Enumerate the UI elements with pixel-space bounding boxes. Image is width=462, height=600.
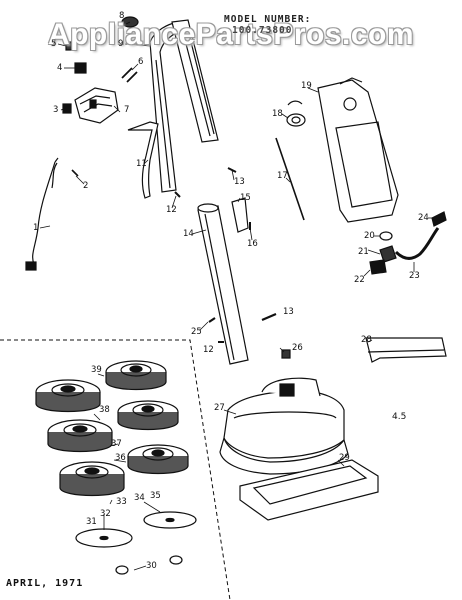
callout-11: 11 xyxy=(136,159,147,169)
pad-part-31 xyxy=(75,528,133,548)
callout-21: 21 xyxy=(358,247,369,257)
nameplate-part-28 xyxy=(365,337,447,363)
washer-part-20 xyxy=(379,231,393,241)
hose-part-23 xyxy=(394,227,440,260)
callout-31: 31 xyxy=(86,517,97,527)
callout-15: 15 xyxy=(240,193,251,203)
callout-20: 20 xyxy=(364,231,375,241)
clip-part-5 xyxy=(65,41,77,51)
brush-part-36 xyxy=(127,444,189,475)
ring-part-18 xyxy=(286,113,306,127)
callout-4: 4 xyxy=(57,63,63,73)
callout-8: 8 xyxy=(119,11,125,21)
callout-26: 26 xyxy=(292,343,303,353)
model-number-title: MODEL NUMBER: xyxy=(224,14,312,25)
screw-part-12a xyxy=(174,191,181,198)
callout-24: 24 xyxy=(418,213,429,223)
accessory-group-outline xyxy=(0,339,231,600)
screw-part-25 xyxy=(208,317,216,323)
pin-part-6a xyxy=(121,67,133,79)
fitting-part-30a xyxy=(115,565,129,575)
extra-label: 4.5 xyxy=(392,412,407,422)
screw-part-13b xyxy=(261,312,277,322)
power-cord-wire xyxy=(51,162,58,189)
callout-34: 34 xyxy=(134,493,145,503)
fitting-part-30b xyxy=(169,555,183,565)
bracket-part-3 xyxy=(62,103,72,114)
callout-18: 18 xyxy=(272,109,283,119)
callout-33: 33 xyxy=(116,497,127,507)
pad-part-35 xyxy=(143,511,197,529)
callout-9: 9 xyxy=(118,39,124,49)
callout-2: 2 xyxy=(83,181,89,191)
callout-5: 5 xyxy=(51,39,57,49)
callout-14: 14 xyxy=(183,229,194,239)
callout-13-upper: 13 xyxy=(234,177,245,187)
screw-part-2 xyxy=(71,169,79,177)
callout-19: 19 xyxy=(301,81,312,91)
callout-7: 7 xyxy=(124,105,130,115)
callout-16: 16 xyxy=(247,239,258,249)
pin-part-6b xyxy=(126,71,138,83)
lever-part-11 xyxy=(127,121,159,199)
callout-27: 27 xyxy=(214,403,225,413)
callout-39: 39 xyxy=(91,365,102,375)
callout-23: 23 xyxy=(409,271,420,281)
callout-22: 22 xyxy=(354,275,365,285)
callout-6: 6 xyxy=(138,57,144,67)
tray-part-29 xyxy=(239,459,379,521)
callout-29: 29 xyxy=(339,453,350,463)
motor-housing-part-27 xyxy=(223,389,345,459)
power-cord xyxy=(29,161,56,269)
model-number-value: 100.73800 xyxy=(232,25,293,36)
callout-12-lower: 12 xyxy=(203,345,214,355)
callout-13-lower: 13 xyxy=(283,307,294,317)
fitting-part-24 xyxy=(431,211,447,227)
callout-1: 1 xyxy=(33,223,39,233)
brush-part-38a xyxy=(47,419,113,453)
handle-rail xyxy=(171,19,219,143)
callout-38: 38 xyxy=(99,405,110,415)
callout-36: 36 xyxy=(115,453,126,463)
callout-3: 3 xyxy=(53,105,59,115)
revision-date: APRIL, 1971 xyxy=(6,578,84,589)
callout-35: 35 xyxy=(150,491,161,501)
callout-30: 30 xyxy=(146,561,157,571)
cap-part-22 xyxy=(369,259,387,275)
cord-plug xyxy=(25,261,37,271)
callout-12-upper: 12 xyxy=(166,205,177,215)
rod-part-17 xyxy=(275,137,305,221)
clip-part-4 xyxy=(74,62,87,74)
brush-part-39a xyxy=(35,379,101,413)
bracket-part-15 xyxy=(231,197,249,233)
leader-lines xyxy=(39,21,432,571)
callout-25: 25 xyxy=(191,327,202,337)
nozzle-part-21 xyxy=(379,245,397,263)
rear-cover-part-19 xyxy=(317,79,399,223)
callout-17: 17 xyxy=(277,171,288,181)
callout-28: 28 xyxy=(361,335,372,345)
callout-32: 32 xyxy=(100,509,111,519)
brush-part-37 xyxy=(59,461,125,497)
brush-part-38b xyxy=(117,400,179,431)
brush-part-39b xyxy=(105,360,167,391)
callout-37: 37 xyxy=(111,439,122,449)
